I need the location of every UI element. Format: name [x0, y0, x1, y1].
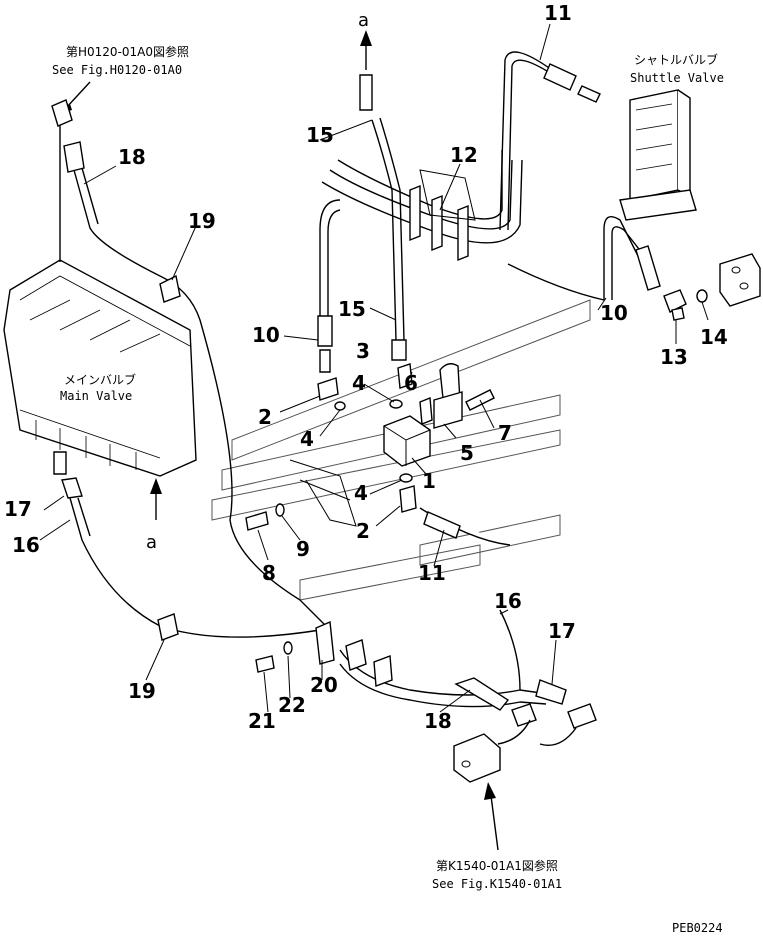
callout-18-bottom: 18: [424, 709, 452, 733]
main-valve-label-jp: メインバルブ: [64, 372, 136, 387]
main-valve: メインバルブ Main Valve: [3, 110, 197, 477]
callout-numbers: 11 12 15 15 10 10 13 14 3 4 6 2 4 7 5 1 …: [4, 1, 728, 733]
callout-22: 22: [278, 693, 306, 717]
arrow-a-top: a: [358, 10, 372, 70]
reference-top-en: See Fig.H0120-01A0: [52, 63, 182, 77]
shuttle-valve: シャトルバルブ Shuttle Valve: [577, 52, 724, 221]
callout-20: 20: [310, 673, 338, 697]
elbow-13-and-block-14: [663, 253, 761, 321]
callout-4-top: 4: [352, 371, 366, 395]
callout-2-upper: 2: [258, 405, 272, 429]
callout-16-right: 16: [494, 589, 522, 613]
shuttle-valve-label-en: Shuttle Valve: [630, 71, 724, 85]
arrow-a-top-label: a: [358, 10, 369, 31]
callout-1: 1: [422, 469, 436, 493]
callout-2-lower: 2: [356, 519, 370, 543]
clamp-bundle-12: [321, 150, 523, 262]
callout-12: 12: [450, 143, 478, 167]
hose-10-right: [507, 216, 661, 301]
hose-10-left: [317, 199, 341, 373]
callout-10-left: 10: [252, 323, 280, 347]
callout-3: 3: [356, 339, 370, 363]
callout-4-mid: 4: [300, 427, 314, 451]
center-block-assembly: [245, 363, 511, 546]
callout-leaders: [39, 23, 709, 713]
callout-10-right: 10: [600, 301, 628, 325]
callout-7: 7: [498, 421, 512, 445]
callout-14: 14: [700, 325, 728, 349]
callout-17-left: 17: [4, 497, 32, 521]
callout-6: 6: [404, 371, 418, 395]
callout-18-top: 18: [118, 145, 146, 169]
callout-19-bottom: 19: [128, 679, 156, 703]
reference-top: 第H0120-01A0図参照 See Fig.H0120-01A0: [52, 44, 189, 114]
reference-bottom-en: See Fig.K1540-01A1: [432, 877, 562, 891]
main-valve-label-en: Main Valve: [60, 389, 132, 403]
reference-top-jp: 第H0120-01A0図参照: [66, 44, 189, 59]
callout-16-left: 16: [12, 533, 40, 557]
callout-11-top: 11: [544, 1, 572, 25]
hose-11-top: [499, 51, 577, 231]
callout-15-mid: 15: [338, 297, 366, 321]
callout-9: 9: [296, 537, 310, 561]
lower-harness: [255, 609, 597, 783]
reference-top-leader: [65, 81, 91, 109]
callout-8: 8: [262, 561, 276, 585]
hose-18-upper: [51, 99, 331, 631]
callout-4-low: 4: [354, 481, 368, 505]
callout-5: 5: [460, 441, 474, 465]
callout-19-top: 19: [188, 209, 216, 233]
hose-15: [359, 74, 407, 361]
reference-bottom-jp: 第K1540-01A1図参照: [436, 858, 558, 873]
arrow-a-bottom-label: a: [146, 532, 157, 553]
arrow-a-bottom: a: [146, 478, 162, 553]
callout-13: 13: [660, 345, 688, 369]
callout-21: 21: [248, 709, 276, 733]
shuttle-valve-label-jp: シャトルバルブ: [634, 52, 718, 67]
callout-15-top: 15: [306, 123, 334, 147]
callout-17-right: 17: [548, 619, 576, 643]
callout-11-mid: 11: [418, 561, 446, 585]
hose-16-lower: [53, 451, 321, 641]
document-code: PEB0224: [672, 921, 723, 935]
reference-bottom: 第K1540-01A1図参照 See Fig.K1540-01A1: [432, 782, 562, 891]
